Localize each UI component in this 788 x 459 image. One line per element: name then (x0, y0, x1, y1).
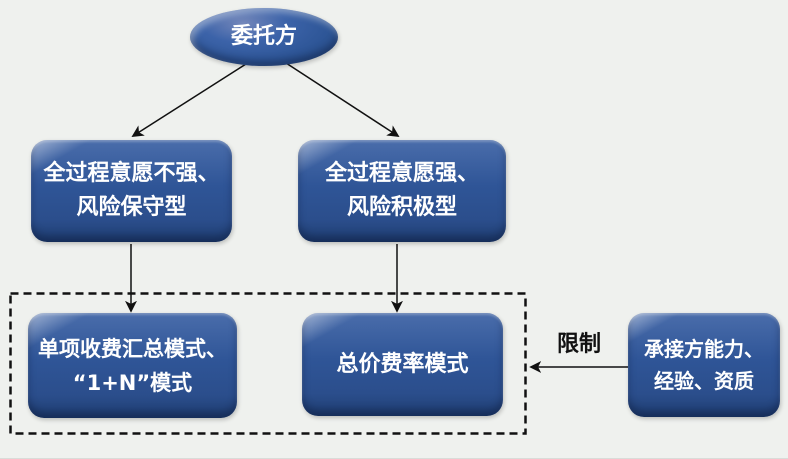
branch-aggressive-node: 全过程意愿强、 风险积极型 (298, 140, 506, 242)
restriction-label: 限制 (556, 332, 601, 357)
arrow-client-to-conservative (131, 63, 247, 137)
itemized-fee-mode-line2: “1+N”模式 (72, 370, 193, 395)
client-node: 委托方 (190, 8, 338, 66)
contractor-capability-node: 承接方能力、 经验、资质 (628, 313, 780, 417)
branch-conservative-line2: 风险保守型 (76, 195, 187, 220)
branch-conservative-line1: 全过程意愿不强、 (43, 161, 220, 186)
arrow-client-to-aggressive (285, 62, 400, 137)
branch-aggressive-line1: 全过程意愿强、 (324, 161, 479, 186)
contractor-capability-line2: 经验、资质 (654, 369, 754, 393)
client-label: 委托方 (230, 24, 297, 49)
itemized-fee-mode-line1: 单项收费汇总模式、 (38, 336, 227, 361)
lumpsum-rate-mode-label: 总价费率模式 (336, 351, 469, 377)
contractor-capability-line1: 承接方能力、 (644, 337, 764, 361)
branch-conservative-node: 全过程意愿不强、 风险保守型 (31, 140, 232, 242)
dashed-selection-area (9, 292, 527, 435)
branch-aggressive-line2: 风险积极型 (346, 195, 457, 220)
lumpsum-rate-mode-node: 总价费率模式 (302, 313, 503, 416)
itemized-fee-mode-node: 单项收费汇总模式、 “1+N”模式 (28, 313, 237, 418)
